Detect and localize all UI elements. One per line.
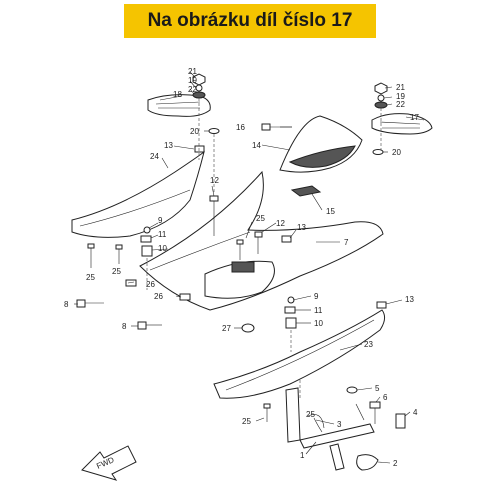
callout-7: 7 [344, 238, 349, 247]
bolt-25-e [263, 403, 271, 422]
callout-25-b: 25 [112, 267, 121, 276]
bolt-8-lower [137, 321, 162, 330]
bolt-25-a [87, 243, 95, 268]
grommet-set-right [284, 296, 297, 329]
clip-26 [125, 279, 137, 287]
callout-14: 14 [252, 141, 261, 150]
callout-25-a: 25 [86, 273, 95, 282]
callout-12-center: 12 [276, 219, 285, 228]
callout-26: 26 [146, 280, 155, 289]
callout-23: 23 [364, 340, 373, 349]
callout-6: 6 [383, 393, 388, 402]
bolt-12-center [254, 231, 263, 254]
bolt-8-upper [76, 299, 104, 308]
main-stand-assembly [285, 387, 379, 471]
callout-18: 18 [173, 90, 182, 99]
bolt-6 [369, 401, 381, 424]
callout-10-left: 10 [158, 244, 167, 253]
under-cover-23 [213, 309, 386, 399]
grommet-set-left [140, 226, 153, 257]
clip-13-left [194, 145, 205, 153]
center-cover-14 [279, 115, 363, 173]
washer-right [372, 149, 384, 155]
clip-26-b [179, 293, 191, 301]
callout-11-left: 11 [158, 230, 167, 239]
side-cover-24 [71, 150, 205, 238]
callout-5: 5 [375, 384, 380, 393]
callout-15: 15 [326, 207, 335, 216]
callout-2: 2 [393, 459, 398, 468]
callout-21-left: 21 [188, 67, 197, 76]
callout-27: 27 [222, 324, 231, 333]
callout-25-d: 25 [306, 410, 315, 419]
callout-13-left: 13 [164, 141, 173, 150]
bolt-25-b [115, 244, 123, 264]
callout-3: 3 [337, 420, 342, 429]
callout-17: 17 [410, 113, 419, 122]
part-number-banner: Na obrázku díl číslo 17 [124, 4, 376, 38]
callout-20-right: 20 [392, 148, 401, 157]
banner-text: Na obrázku díl číslo 17 [147, 10, 353, 31]
grommet-27 [241, 323, 255, 333]
callout-10-right: 10 [314, 319, 323, 328]
washer-left [208, 128, 220, 134]
callout-9-left: 9 [158, 216, 163, 225]
callout-13-center: 13 [297, 223, 306, 232]
callout-4: 4 [413, 408, 418, 417]
bolt-25-c [236, 239, 244, 260]
callout-22-right: 22 [396, 100, 405, 109]
callout-16: 16 [236, 123, 245, 132]
leader-lines [74, 71, 425, 464]
callout-22-left: 22 [188, 85, 197, 94]
nut-stack-right [374, 82, 388, 109]
callout-8-upper: 8 [64, 300, 69, 309]
callout-19-left: 19 [188, 76, 197, 85]
footboard-main [139, 170, 384, 311]
clip-13-right [376, 301, 387, 309]
callout-24: 24 [150, 152, 159, 161]
clip-13-center [281, 235, 292, 243]
callout-20-left: 20 [190, 127, 199, 136]
callout-8-lower: 8 [122, 322, 127, 331]
callout-19-right: 19 [396, 92, 405, 101]
callout-21-right: 21 [396, 83, 405, 92]
nut-stack-left [192, 73, 206, 99]
pad-15 [290, 185, 322, 197]
callout-13-right: 13 [405, 295, 414, 304]
callout-12-left: 12 [210, 176, 219, 185]
bolt-5 [346, 386, 358, 394]
callout-25-e: 25 [242, 417, 251, 426]
collar-4 [395, 413, 406, 429]
callout-25-c: 25 [256, 214, 265, 223]
callout-9-right: 9 [314, 292, 319, 301]
footrest-left [147, 94, 211, 117]
callout-1: 1 [300, 451, 305, 460]
forward-arrow-icon: FWD [81, 445, 137, 481]
callout-11-right: 11 [314, 306, 323, 315]
callout-26-b: 26 [154, 292, 163, 301]
